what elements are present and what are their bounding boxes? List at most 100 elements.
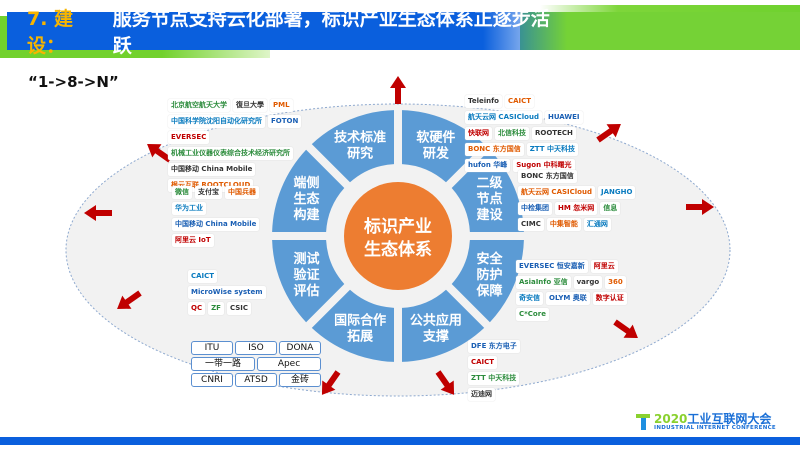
segment-label: 构建 (294, 207, 320, 223)
ring-segment (272, 149, 345, 232)
title-number: 7. 建设： (27, 8, 74, 57)
partner-logo: Sugon 中科曙光 (513, 159, 575, 172)
partner-logo: 航天云网 CASICloud (518, 186, 595, 199)
standard-item: DONA (279, 341, 321, 355)
partner-logo: CIMC (518, 218, 544, 231)
partner-logo: AsiaInfo 亚信 (516, 276, 571, 289)
ring-segment (402, 110, 485, 183)
partner-logo: 支付宝 (195, 186, 222, 199)
partner-logo: CAICT (188, 270, 218, 283)
standard-item: ITU (191, 341, 233, 355)
partner-logo: PML (270, 99, 293, 112)
segment-label: 建设 (476, 207, 503, 223)
ring-segment (451, 240, 524, 323)
partner-logo: JANGHO (597, 186, 636, 199)
partner-logo: ZTT 中天科技 (468, 372, 520, 385)
segment-label: 验证 (294, 267, 320, 283)
segment-label: 防护 (476, 267, 502, 283)
standards-grid: ITU ISO DONA 一带一路 Apec CNRI ATSD 金砖 (191, 341, 321, 387)
partner-logo: Teleinfo (465, 95, 502, 108)
partner-logo: 快联网 (465, 127, 492, 140)
partner-logo: 復旦大學 (233, 99, 267, 112)
ring-segment (311, 289, 394, 362)
conference-mark-icon (636, 414, 650, 430)
segment-label: 生态 (294, 191, 320, 207)
partner-logo: vargo (573, 276, 603, 289)
ring-segment (272, 240, 345, 323)
segment-label: 软硬件 (416, 130, 455, 146)
partner-logo: hufon 华峰 (465, 159, 511, 172)
segment-label: 国际合作 (334, 312, 386, 328)
partner-logo: FOTON (268, 115, 302, 128)
segment-label: 保障 (475, 283, 502, 299)
segment-label: 拓展 (347, 328, 374, 344)
segment-label: 研究 (347, 146, 373, 162)
standard-item: 金砖 (279, 373, 321, 387)
conference-year: 2020 (654, 412, 688, 426)
expansion-arrow-icon (321, 370, 341, 395)
segment-label: 安全 (476, 251, 503, 267)
partner-logo: 航天云网 CASICloud (465, 111, 542, 124)
ring-segment (311, 110, 394, 183)
partner-logo: 中集智能 (546, 218, 581, 231)
standard-item: 一带一路 (191, 357, 255, 371)
conference-logo: 2020工业互联网大会 INDUSTRIAL INTERNET CONFEREN… (636, 413, 776, 431)
standard-item: ISO (235, 341, 277, 355)
partner-logo: 中国移动 China Mobile (168, 163, 256, 176)
expansion-arrow-icon (613, 319, 638, 339)
partner-logo: DFE 东方电子 (468, 340, 520, 353)
segment-label: 端侧 (294, 175, 320, 191)
partner-logo: 信息 (600, 202, 621, 215)
center-label-2: 生态体系 (364, 239, 432, 260)
partner-logo: ZF (208, 302, 224, 315)
partner-logo: 汇通网 (583, 218, 611, 231)
footer-bar (0, 437, 800, 445)
partner-logo: 360 (605, 276, 626, 289)
standard-item: CNRI (191, 373, 233, 387)
partner-logo: ZTT 中天科技 (526, 143, 578, 156)
title-text: 服务节点支持云化部署，标识产业生态体系正逐步活跃 (112, 8, 550, 57)
partner-logo: HUAWEI (544, 111, 583, 124)
partner-logo: 中检集团 (518, 202, 552, 215)
center-label-1: 标识产业 (364, 216, 432, 237)
partner-logo: 数字认证 (592, 292, 627, 305)
conference-name: 工业互联网大会 (687, 412, 772, 426)
expansion-arrow-icon (435, 370, 455, 395)
partner-logo: CSIC (226, 302, 252, 315)
partner-logo: 华为工业 (172, 202, 206, 215)
partner-logo: 阿里云 IoT (172, 234, 214, 247)
partner-logo: EVERSEC (168, 131, 210, 144)
expansion-arrow-icon (686, 199, 714, 215)
partner-logo: 北信科技 (495, 127, 529, 140)
partner-logo: 中国移动 China Mobile (172, 218, 260, 231)
segment-label: 评估 (294, 283, 320, 299)
partner-logo: CAICT (504, 95, 535, 108)
partner-logo: 阿里云 (590, 260, 618, 273)
expansion-arrow-icon (390, 76, 406, 104)
page-title: 7. 建设： 服务节点支持云化部署，标识产业生态体系正逐步活跃 (7, 8, 567, 57)
segment-label: 二级 (476, 175, 503, 191)
partner-logo: 北京航空航天大学 (168, 99, 230, 112)
center-circle (344, 182, 452, 290)
expansion-arrow-icon (596, 123, 621, 143)
expansion-arrow-icon (117, 290, 142, 310)
partner-logo: CAICT (468, 356, 498, 369)
expansion-arrow-icon (147, 143, 172, 163)
segment-label: 节点 (476, 191, 502, 207)
partner-logo: 中国科学院沈阳自动化研究所 (168, 115, 265, 128)
partner-logo: EVERSEC 恒安嘉新 (516, 260, 588, 273)
ring-segment (402, 289, 485, 362)
partner-logo: 奇安信 (516, 292, 543, 305)
partner-logo: ROOTECH (532, 127, 576, 140)
partner-logo: HM 忽米网 (555, 202, 598, 215)
subtitle: “1->8->N” (28, 73, 119, 91)
conference-english: INDUSTRIAL INTERNET CONFERENCE (654, 425, 776, 431)
partner-logo: 机械工业仪器仪表综合技术经济研究所 (168, 147, 293, 160)
partner-logo: 微信 (172, 186, 192, 199)
partner-logo: MicroWise system (188, 286, 266, 299)
partner-logo: BONC 东方国信 (465, 143, 524, 156)
